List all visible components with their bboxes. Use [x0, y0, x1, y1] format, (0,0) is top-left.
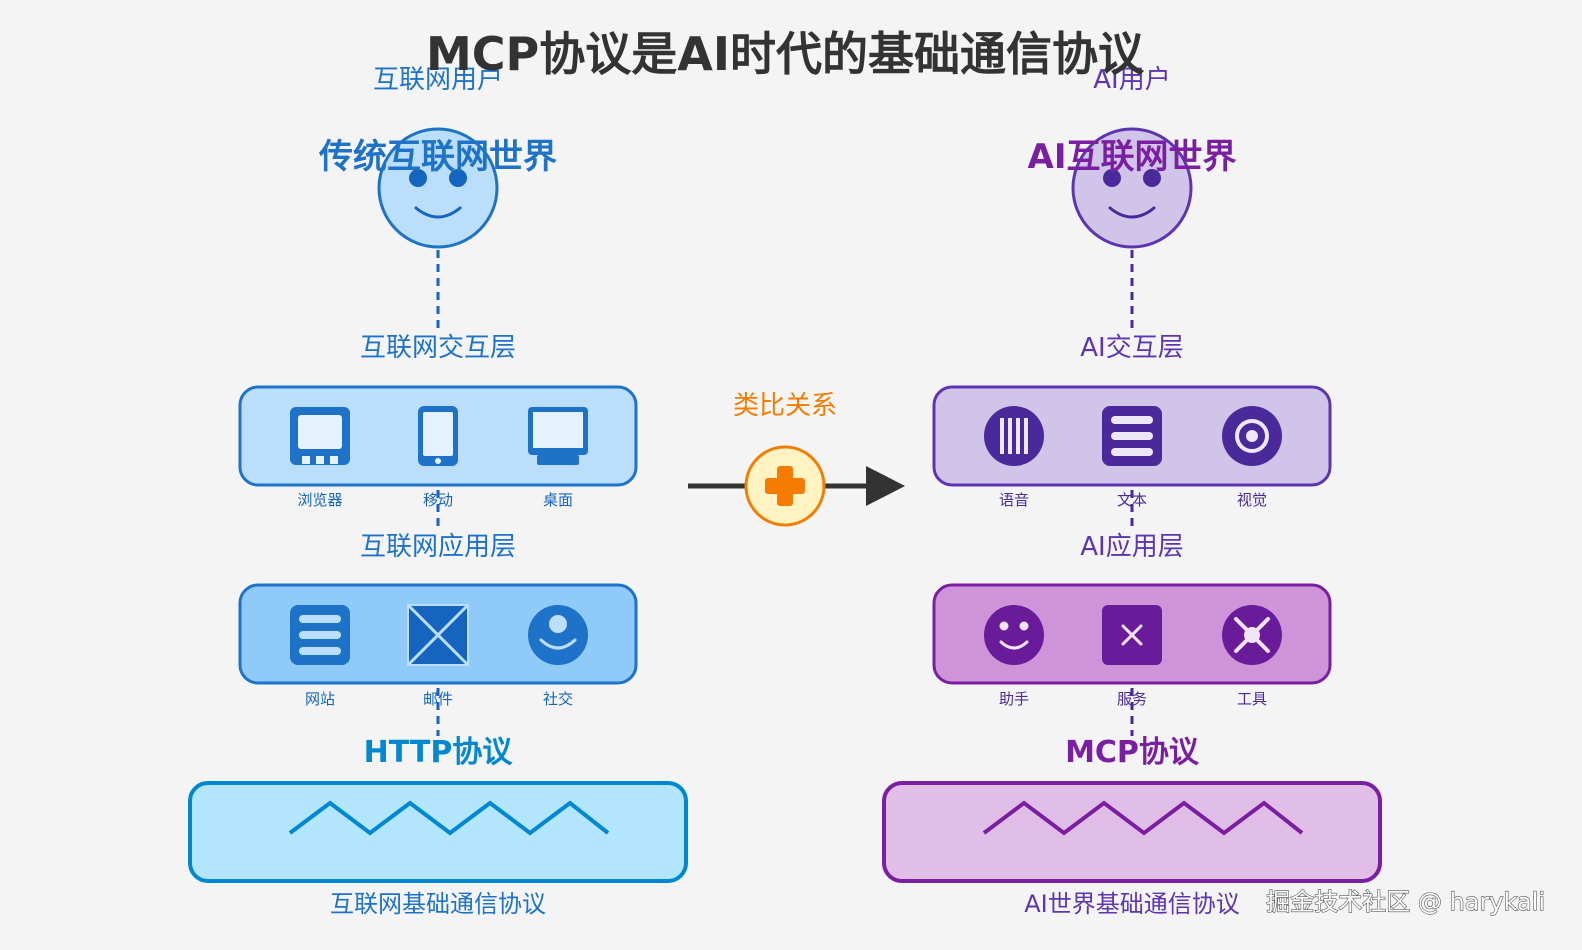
- left-protocol-caption: 互联网基础通信协议: [330, 890, 546, 918]
- right-application-item-2: 服务: [1117, 690, 1147, 708]
- tool-icon: [1222, 605, 1282, 665]
- desktop-icon: [528, 407, 588, 465]
- left-protocol-wave: [288, 800, 610, 836]
- right-column: AI用户 AI互联网世界 AI交互层 语音 文本 视觉: [882, 65, 1382, 918]
- left-protocol-title: HTTP协议: [364, 735, 514, 770]
- right-application-layer-title: AI应用层: [1080, 532, 1183, 562]
- left-column: 互联网用户 传统互联网世界 互联网交互层 浏览器 移动 桌面: [188, 65, 688, 918]
- right-application-item-3: 工具: [1237, 690, 1267, 708]
- left-interaction-item-1: 浏览器: [297, 491, 342, 509]
- mobile-icon: [418, 406, 458, 466]
- analogy-arrow-head: [866, 466, 905, 506]
- right-protocol-wave: [982, 800, 1304, 836]
- right-user-face-icon: [1071, 127, 1193, 249]
- left-interaction-layer-title: 互联网交互层: [360, 333, 516, 363]
- plus-icon: [744, 445, 826, 527]
- right-interaction-layer-title: AI交互层: [1080, 333, 1183, 363]
- assistant-icon: [984, 605, 1044, 665]
- left-interaction-item-3: 桌面: [543, 491, 573, 509]
- right-protocol-title: MCP协议: [1065, 735, 1200, 770]
- left-interaction-item-2: 移动: [423, 491, 453, 509]
- left-user-face-icon: [377, 127, 499, 249]
- page-title: MCP协议是AI时代的基础通信协议: [426, 27, 1145, 81]
- right-interaction-item-1: 语音: [999, 491, 1029, 509]
- right-world-label: AI互联网世界: [1028, 137, 1237, 177]
- text-icon: [1102, 406, 1162, 466]
- voice-icon: [984, 406, 1044, 466]
- website-icon: [290, 605, 350, 665]
- left-protocol-box: [188, 781, 688, 883]
- social-icon: [528, 605, 588, 665]
- right-interaction-item-3: 视觉: [1237, 491, 1267, 509]
- left-application-item-3: 社交: [543, 690, 573, 708]
- right-user-label: AI用户: [1093, 65, 1170, 95]
- vision-icon: [1222, 406, 1282, 466]
- left-application-item-2: 邮件: [423, 690, 453, 708]
- right-protocol-box: [882, 781, 1382, 883]
- right-protocol-caption: AI世界基础通信协议: [1024, 890, 1240, 918]
- browser-icon: [290, 407, 350, 465]
- mail-icon: [406, 603, 470, 667]
- right-application-item-1: 助手: [999, 690, 1029, 708]
- watermark: 掘金技术社区 @ harykali: [1266, 888, 1545, 916]
- left-world-label: 传统互联网世界: [318, 137, 557, 177]
- left-application-item-1: 网站: [305, 690, 335, 708]
- analogy-center: 类比关系: [688, 391, 905, 527]
- analogy-label: 类比关系: [733, 391, 837, 421]
- left-user-label: 互联网用户: [373, 65, 503, 95]
- left-application-layer-title: 互联网应用层: [360, 532, 516, 562]
- right-interaction-item-2: 文本: [1117, 491, 1147, 509]
- service-icon: [1102, 605, 1162, 665]
